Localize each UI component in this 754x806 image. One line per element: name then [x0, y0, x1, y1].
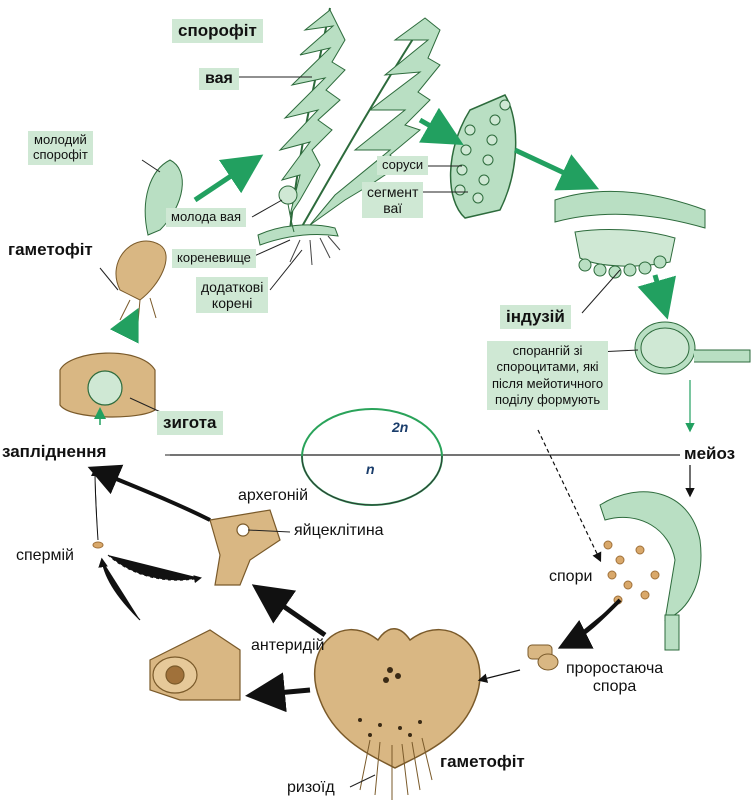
ploidy-ellipse — [302, 409, 442, 505]
frond-segment-label: сегмент ваї — [362, 182, 423, 218]
fertilization-label: запліднення — [2, 442, 106, 462]
sporangium-drawing — [635, 322, 750, 374]
gametophyte-prothallus-drawing — [315, 629, 480, 800]
zygote-drawing — [60, 353, 155, 417]
frond-label: вая — [199, 68, 239, 90]
germinating-spore-label: проростаюча спора — [566, 660, 663, 697]
spore-dots — [604, 541, 659, 604]
leaf-section-drawing — [555, 191, 705, 278]
diploid-label: 2n — [392, 419, 408, 435]
adventitious-roots-label: додаткові корені — [196, 277, 268, 313]
germinating-spore-drawing — [528, 645, 558, 670]
sporangium-label: спорангій зі спороцитами, які після мейо… — [487, 341, 608, 410]
rhizoid-label: ризоїд — [287, 779, 335, 797]
archegonium-drawing — [210, 510, 280, 585]
young-sporophyte-label: молодий спорофіт — [28, 131, 93, 165]
antheridium-label: антеридій — [251, 637, 324, 655]
sperm-drawing — [93, 542, 103, 548]
sori-label: соруси — [377, 156, 428, 175]
gametophyte-top-label: гаметофіт — [8, 240, 93, 260]
egg-cell-label: яйцеклітина — [294, 522, 384, 540]
zygote-label: зигота — [157, 411, 223, 435]
young-frond-label: молода вая — [166, 208, 246, 227]
sporophyte-label: спорофіт — [172, 19, 263, 43]
archegonium-label: архегоній — [238, 487, 308, 505]
rhizome-label: кореневище — [172, 249, 256, 268]
spores-label: спори — [549, 568, 592, 586]
indusium-label: індузій — [500, 305, 571, 329]
antheridium-drawing — [150, 630, 240, 700]
young-sporophyte-drawing — [116, 160, 182, 322]
haploid-label: n — [366, 461, 375, 477]
gametophyte-bottom-label: гаметофіт — [440, 752, 525, 772]
sperm-label: спермій — [16, 547, 74, 565]
frond-segment-drawing — [451, 95, 516, 218]
opened-sporangium-drawing — [600, 492, 701, 650]
meiosis-label: мейоз — [684, 444, 735, 464]
